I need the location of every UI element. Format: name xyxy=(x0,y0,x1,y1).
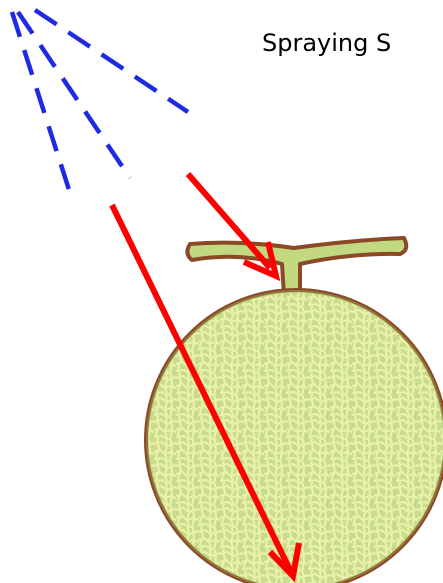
caption-text: Spraying S xyxy=(262,29,391,57)
melon-icon xyxy=(146,238,443,583)
spray-line-1 xyxy=(12,12,71,196)
melon-stem xyxy=(187,238,406,295)
spray-line-3 xyxy=(35,10,188,112)
spray-lines xyxy=(12,10,188,196)
